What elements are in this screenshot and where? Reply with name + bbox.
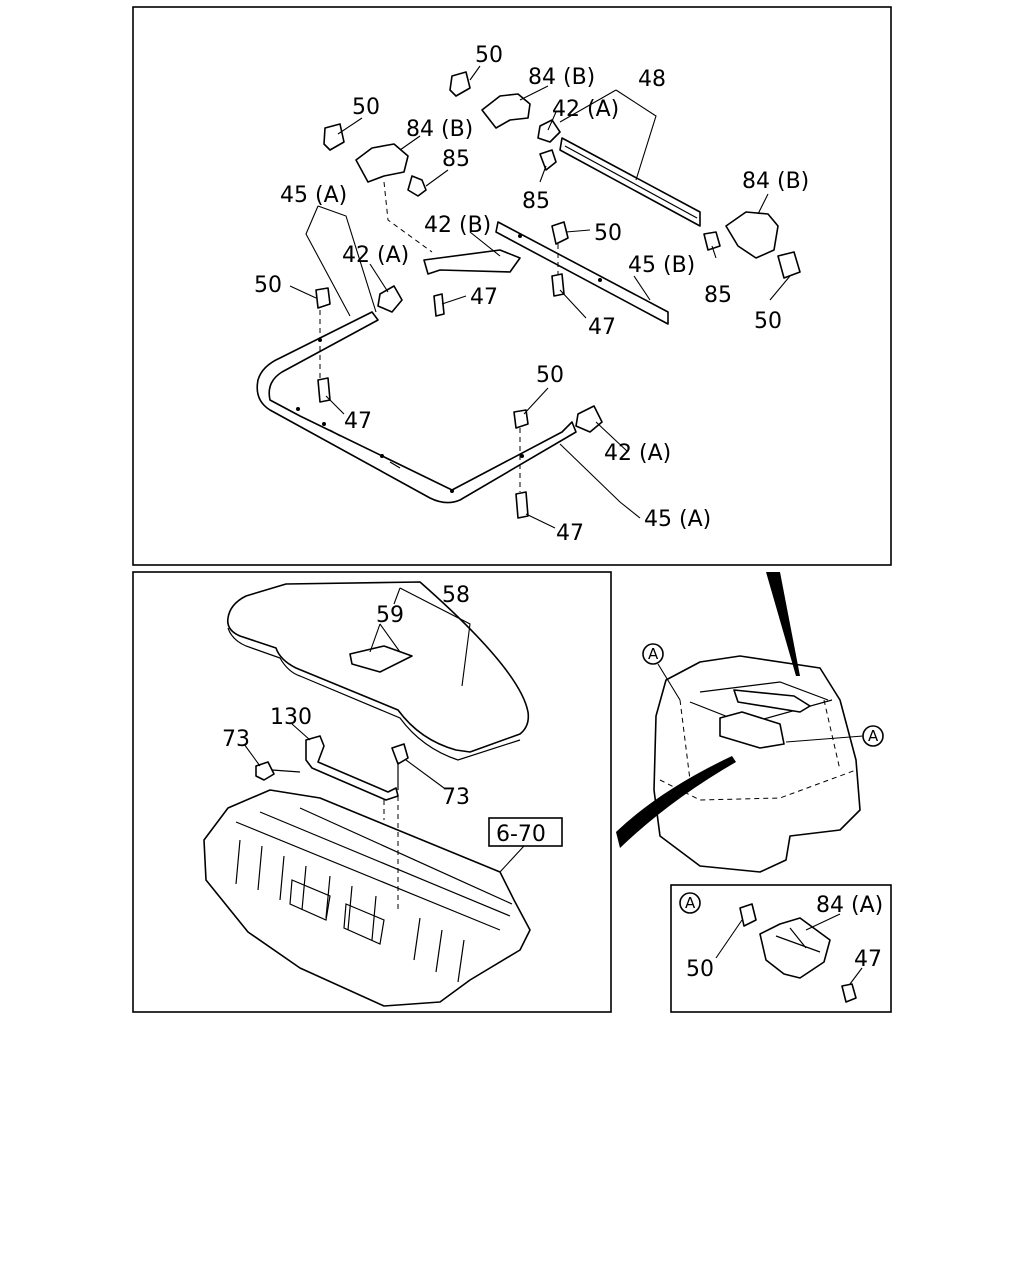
label-50: 50 [536, 363, 564, 388]
leader-lines [657, 663, 864, 743]
label-84b: 84 (B) [742, 169, 809, 194]
bracket-84b-b [355, 143, 409, 183]
screw-47-detail [841, 983, 857, 1003]
label-73: 73 [442, 785, 470, 810]
label-50: 50 [352, 95, 380, 120]
label-45b: 45 (B) [628, 253, 695, 278]
label-50: 50 [254, 273, 282, 298]
ref-box-6-70 [488, 817, 563, 847]
leader-lines [243, 587, 525, 873]
screw-47-a [433, 293, 445, 317]
bracket-84a [759, 917, 831, 979]
svg-text:A: A [868, 727, 879, 745]
svg-text:A: A [648, 645, 659, 663]
screw-85-c [703, 231, 721, 251]
panel-detail-a-frame [670, 884, 892, 1013]
assembly-line [383, 796, 399, 912]
clip-50-a [449, 71, 471, 97]
bolt-73-b [391, 743, 409, 790]
assembly-line [319, 181, 559, 492]
leader-lines [715, 913, 863, 985]
leader-lines [289, 65, 791, 529]
label-84b: 84 (B) [406, 117, 473, 142]
clip-50-b [323, 123, 345, 151]
clip-42a-b [377, 285, 403, 313]
label-85: 85 [704, 283, 732, 308]
label-42b: 42 (B) [424, 213, 491, 238]
label-42a: 42 (A) [604, 441, 671, 466]
bracket-84b-a [481, 93, 531, 129]
label-50: 50 [594, 221, 622, 246]
label-50: 50 [475, 43, 503, 68]
label-47: 47 [588, 315, 616, 340]
label-42a: 42 (A) [552, 97, 619, 122]
label-45a: 45 (A) [280, 183, 347, 208]
label-84a: 84 (A) [816, 893, 883, 918]
panel-top-frame [132, 6, 892, 566]
clip-50-c [551, 221, 569, 245]
label-47: 47 [470, 285, 498, 310]
label-48: 48 [638, 67, 666, 92]
label-73: 73 [222, 727, 250, 752]
clip-50-f [513, 409, 529, 429]
clip-42a-a [537, 119, 561, 143]
part-130-strap [305, 735, 399, 801]
ref-label: 6-70 [496, 822, 546, 847]
panel-bottom-left-frame [132, 571, 612, 1013]
clip-50-detail [739, 903, 757, 927]
part-45a-frame [256, 311, 577, 504]
pointer-arrow [766, 572, 800, 676]
bracket-84b-c [725, 211, 779, 259]
callout-a-marker: A [679, 892, 701, 914]
vehicle-overview [653, 655, 861, 873]
svg-text:A: A [685, 894, 696, 912]
label-50: 50 [754, 309, 782, 334]
bolt-73-a [255, 761, 301, 781]
label-47: 47 [344, 409, 372, 434]
label-85: 85 [522, 189, 550, 214]
callout-a-marker: A [642, 643, 664, 665]
label-85: 85 [442, 147, 470, 172]
pointer-arrow [616, 756, 736, 848]
part-42b-bracket [423, 249, 521, 275]
label-45a: 45 (A) [644, 507, 711, 532]
part-59-pad [349, 645, 413, 673]
screw-47-d [515, 491, 529, 519]
screw-85-b [539, 149, 557, 171]
label-50: 50 [686, 957, 714, 982]
clip-50-d [777, 251, 801, 279]
clip-50-e [315, 287, 331, 309]
label-47: 47 [854, 947, 882, 972]
screw-85-a [407, 175, 427, 197]
label-58: 58 [442, 583, 470, 608]
clip-42a-c [575, 405, 603, 433]
label-59: 59 [376, 603, 404, 628]
label-47: 47 [556, 521, 584, 546]
label-84b: 84 (B) [528, 65, 595, 90]
part-48-strip [559, 137, 701, 227]
callout-a-marker: A [862, 725, 884, 747]
floor-panel [203, 789, 531, 1007]
label-42a: 42 (A) [342, 243, 409, 268]
part-45b-rail [495, 221, 669, 325]
label-130: 130 [270, 705, 312, 730]
